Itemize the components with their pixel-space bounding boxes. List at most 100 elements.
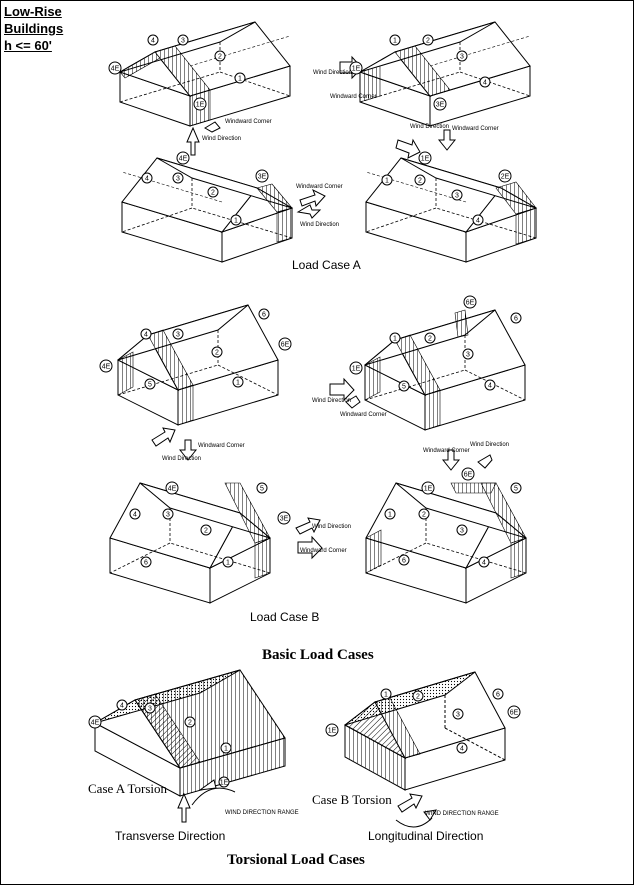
wind-arrow-a1 bbox=[186, 121, 221, 156]
svg-text:1E: 1E bbox=[196, 102, 205, 109]
svg-text:5: 5 bbox=[260, 486, 264, 493]
wind-direction-b2: Wind Direction bbox=[312, 398, 351, 404]
svg-text:2: 2 bbox=[188, 720, 192, 727]
svg-text:2: 2 bbox=[215, 350, 219, 357]
wind-direction-b3: Wind Direction bbox=[312, 524, 351, 530]
svg-text:6E: 6E bbox=[466, 300, 475, 307]
building-a3 bbox=[121, 157, 293, 263]
svg-text:2: 2 bbox=[204, 528, 208, 535]
zones-torsion: 4 3 2 1 4E 1E 1 2 3 4 6 1E 6E bbox=[88, 688, 521, 788]
svg-text:1: 1 bbox=[224, 746, 228, 753]
svg-text:4E: 4E bbox=[179, 156, 188, 163]
svg-text:2: 2 bbox=[211, 190, 215, 197]
svg-text:6: 6 bbox=[514, 316, 518, 323]
wind-direction-a2: Wind Direction bbox=[313, 70, 352, 76]
svg-text:4: 4 bbox=[151, 38, 155, 45]
svg-text:1: 1 bbox=[234, 218, 238, 225]
building-b4 bbox=[365, 482, 527, 604]
svg-text:3: 3 bbox=[181, 38, 185, 45]
torsion-arrow-a bbox=[177, 779, 236, 823]
svg-text:3E: 3E bbox=[258, 174, 267, 181]
windward-corner-b2: Windward Corner bbox=[340, 412, 387, 418]
svg-text:1E: 1E bbox=[220, 780, 229, 787]
svg-text:6E: 6E bbox=[281, 342, 290, 349]
svg-text:4E: 4E bbox=[91, 720, 100, 727]
building-a2 bbox=[359, 21, 531, 127]
wind-arrow-a4 bbox=[395, 129, 457, 159]
building-b2 bbox=[364, 309, 526, 431]
torsion-arrow-b bbox=[395, 793, 437, 828]
windward-corner-b1: Windward Corner bbox=[198, 443, 245, 449]
svg-text:1E: 1E bbox=[352, 366, 361, 373]
wind-direction-a3: Wind Direction bbox=[300, 222, 339, 228]
svg-text:4: 4 bbox=[482, 560, 486, 567]
svg-text:3: 3 bbox=[176, 176, 180, 183]
svg-text:1: 1 bbox=[238, 76, 242, 83]
wind-arrow-b1 bbox=[151, 427, 198, 461]
torsional-load-cases-title: Torsional Load Cases bbox=[227, 852, 365, 868]
zones-case-b: 4 3 2 1 6 5 4E 6E 1 2 3 4 6 5 6E 1E 4 3 … bbox=[99, 295, 522, 568]
svg-text:2: 2 bbox=[422, 512, 426, 519]
wind-arrow-b3 bbox=[295, 517, 323, 560]
range-label-b: WIND DIRECTION RANGE bbox=[425, 811, 499, 817]
case-a-torsion-label: Case A Torsion bbox=[88, 781, 168, 796]
windward-corner-b3: Windward Corner bbox=[300, 548, 347, 554]
longitudinal-direction-label: Longitudinal Direction bbox=[368, 829, 483, 843]
svg-text:3: 3 bbox=[148, 706, 152, 713]
building-b3 bbox=[109, 482, 271, 604]
svg-text:3: 3 bbox=[460, 54, 464, 61]
svg-text:3: 3 bbox=[456, 712, 460, 719]
svg-text:4E: 4E bbox=[102, 364, 111, 371]
wind-arrow-b4 bbox=[441, 449, 493, 471]
svg-text:3: 3 bbox=[466, 352, 470, 359]
svg-text:3E: 3E bbox=[436, 102, 445, 109]
svg-text:4: 4 bbox=[145, 176, 149, 183]
side-title-line2: Buildings bbox=[4, 21, 64, 36]
svg-text:3: 3 bbox=[455, 193, 459, 200]
wind-direction-b4: Wind Direction bbox=[470, 442, 509, 448]
svg-text:6: 6 bbox=[402, 558, 406, 565]
svg-text:1: 1 bbox=[384, 692, 388, 699]
wind-arrow-a3 bbox=[296, 188, 326, 219]
svg-text:1E: 1E bbox=[328, 728, 337, 735]
svg-text:6E: 6E bbox=[464, 472, 473, 479]
svg-text:4: 4 bbox=[488, 383, 492, 390]
torsion-building-b bbox=[344, 671, 506, 791]
svg-text:2: 2 bbox=[218, 54, 222, 61]
building-b1 bbox=[117, 304, 279, 426]
range-label-a: WIND DIRECTION RANGE bbox=[225, 810, 299, 816]
svg-text:2: 2 bbox=[428, 336, 432, 343]
side-title-line3: h <= 60' bbox=[4, 38, 52, 53]
svg-text:4: 4 bbox=[460, 746, 464, 753]
windward-corner-a4: Windward Corner bbox=[452, 126, 499, 132]
svg-text:5: 5 bbox=[514, 486, 518, 493]
svg-text:1: 1 bbox=[388, 512, 392, 519]
svg-text:4: 4 bbox=[133, 512, 137, 519]
svg-text:4E: 4E bbox=[111, 66, 120, 73]
svg-text:6: 6 bbox=[262, 312, 266, 319]
svg-text:6: 6 bbox=[144, 560, 148, 567]
load-case-b-caption: Load Case B bbox=[250, 610, 319, 624]
windward-corner-b4: Windward Corner bbox=[423, 448, 470, 454]
svg-text:1E: 1E bbox=[421, 156, 430, 163]
windward-corner-a1: Windward Corner bbox=[225, 119, 272, 125]
svg-text:4: 4 bbox=[144, 332, 148, 339]
side-title-line1: Low-Rise bbox=[4, 4, 62, 19]
wind-direction-b1: Wind Direction bbox=[162, 456, 201, 462]
svg-text:1: 1 bbox=[385, 178, 389, 185]
basic-load-cases-title: Basic Load Cases bbox=[262, 647, 374, 663]
svg-text:2E: 2E bbox=[501, 174, 510, 181]
wind-arrow-b2 bbox=[329, 377, 361, 409]
wind-direction-a1: Wind Direction bbox=[202, 136, 241, 142]
svg-text:5: 5 bbox=[402, 384, 406, 391]
zones-case-a: 4 3 2 1 4E 1E 1 2 3 4 1E 3E 4 3 2 1 4E 3… bbox=[108, 34, 512, 226]
svg-text:4: 4 bbox=[120, 703, 124, 710]
svg-text:1: 1 bbox=[236, 380, 240, 387]
case-b-torsion-label: Case B Torsion bbox=[312, 792, 392, 807]
svg-text:1E: 1E bbox=[352, 66, 361, 73]
svg-text:3: 3 bbox=[460, 528, 464, 535]
building-a1 bbox=[119, 21, 291, 127]
svg-text:6E: 6E bbox=[510, 710, 519, 717]
svg-text:1E: 1E bbox=[424, 486, 433, 493]
